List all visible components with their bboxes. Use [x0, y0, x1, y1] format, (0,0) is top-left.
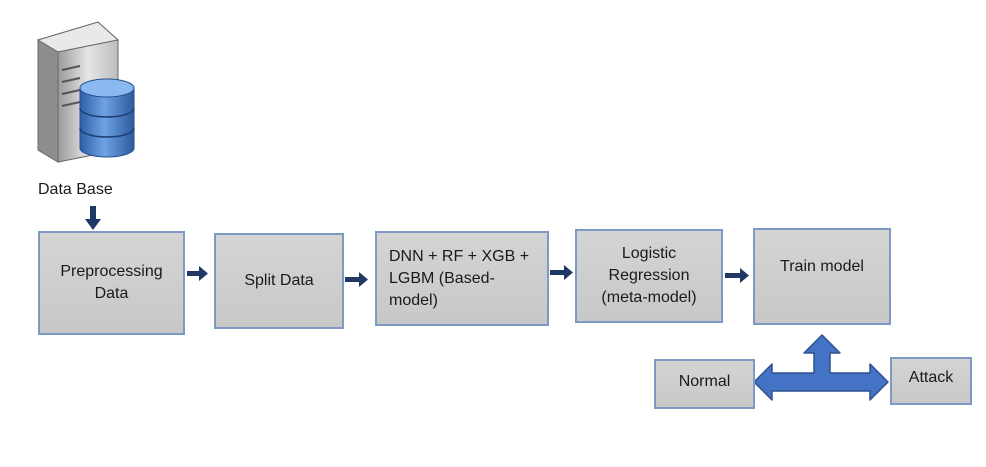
- output-normal: Normal: [654, 359, 755, 409]
- step-split-data: Split Data: [214, 233, 344, 329]
- step-label: Preprocessing Data: [60, 263, 163, 302]
- output-label: Attack: [908, 369, 954, 386]
- step-label: DNN + RF + XGB + LGBM (Based-model): [389, 247, 530, 309]
- output-attack: Attack: [890, 357, 972, 405]
- arrow-base-models-to-meta: [550, 265, 573, 280]
- arrow-split-to-base-models: [345, 272, 368, 287]
- step-train-model: Train model: [753, 228, 891, 325]
- flow-arrows: [85, 206, 749, 287]
- step-label: Split Data: [244, 272, 314, 289]
- output-label: Normal: [678, 373, 731, 390]
- arrow-preprocessing-to-split: [187, 266, 208, 281]
- database-server-icon: [36, 21, 135, 163]
- step-label: Train model: [780, 258, 864, 275]
- three-way-arrow: [753, 334, 889, 401]
- database-label: Data Base: [38, 181, 113, 198]
- step-preprocessing: Preprocessing Data: [38, 231, 185, 335]
- step-base-models: DNN + RF + XGB + LGBM (Based-model): [375, 231, 549, 326]
- arrow-database-to-preprocessing: [85, 206, 101, 230]
- step-meta-model: Logistic Regression (meta-model): [575, 229, 723, 323]
- step-label: Logistic Regression (meta-model): [601, 245, 697, 306]
- arrow-meta-to-train: [725, 268, 749, 283]
